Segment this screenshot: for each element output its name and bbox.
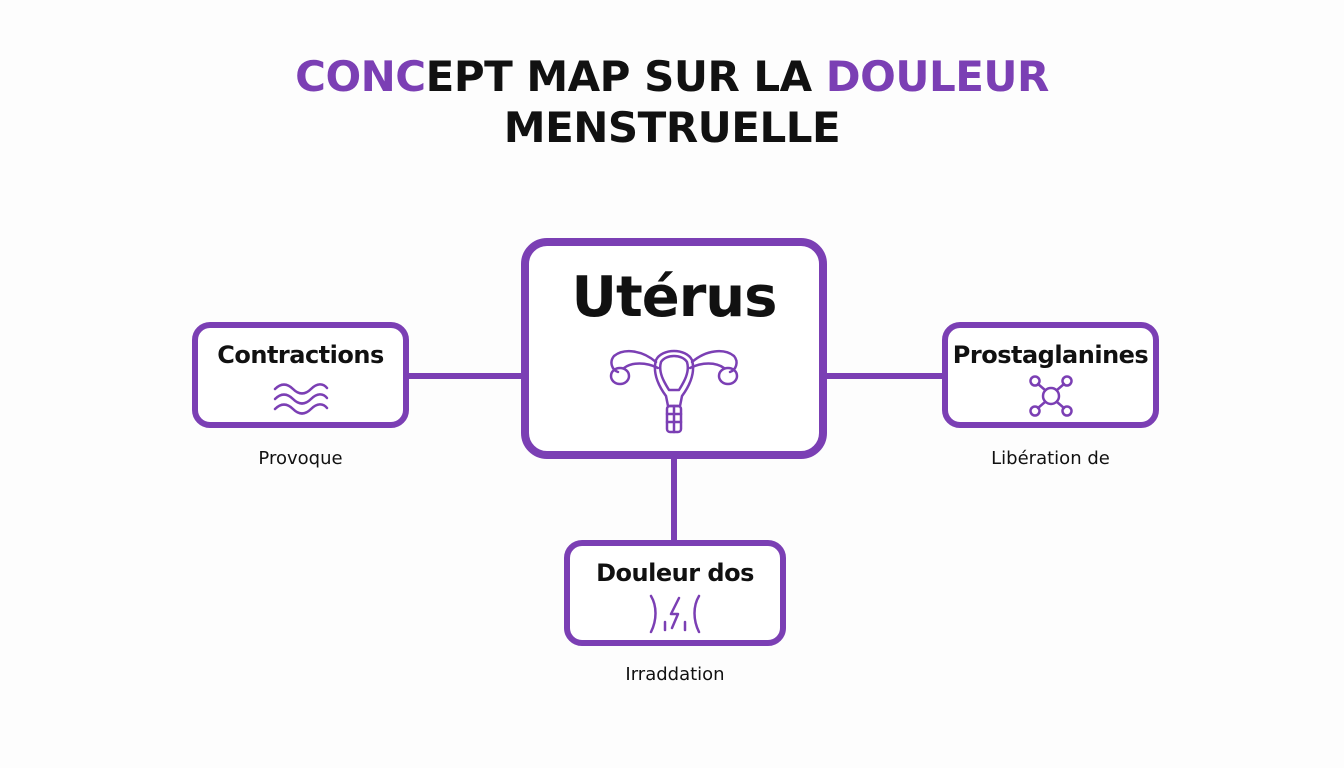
node-prostaglanines: Prostaglanines — [942, 322, 1159, 428]
connector-right — [822, 373, 946, 379]
node-uterus-label: Utérus — [571, 265, 777, 330]
node-douleur-dos: Douleur dos — [564, 540, 786, 646]
title-accent-douleur: DOULEUR — [825, 52, 1050, 101]
uterus-icon — [609, 349, 739, 434]
title-accent-conc: CONC — [295, 52, 426, 101]
waves-icon — [273, 383, 328, 415]
title-plain-text: EPT MAP SUR LA — [425, 52, 826, 101]
node-douleur-dos-label: Douleur dos — [596, 559, 754, 587]
connector-left — [406, 373, 526, 379]
caption-irraddation: Irraddation — [625, 664, 725, 685]
page-title-line2: MENSTRUELLE — [503, 103, 841, 152]
back-pain-icon — [649, 594, 701, 634]
caption-provoque: Provoque — [258, 448, 343, 469]
node-contractions-label: Contractions — [217, 341, 384, 369]
node-contractions: Contractions — [192, 322, 409, 428]
connector-bottom — [671, 454, 677, 546]
page-title: CONCEPT MAP SUR LA DOULEUR — [0, 52, 1344, 102]
node-uterus: Utérus — [521, 238, 827, 459]
molecule-icon — [1028, 375, 1073, 417]
node-prostaglanines-label: Prostaglanines — [952, 341, 1149, 369]
caption-liberation-de: Libération de — [991, 448, 1110, 469]
